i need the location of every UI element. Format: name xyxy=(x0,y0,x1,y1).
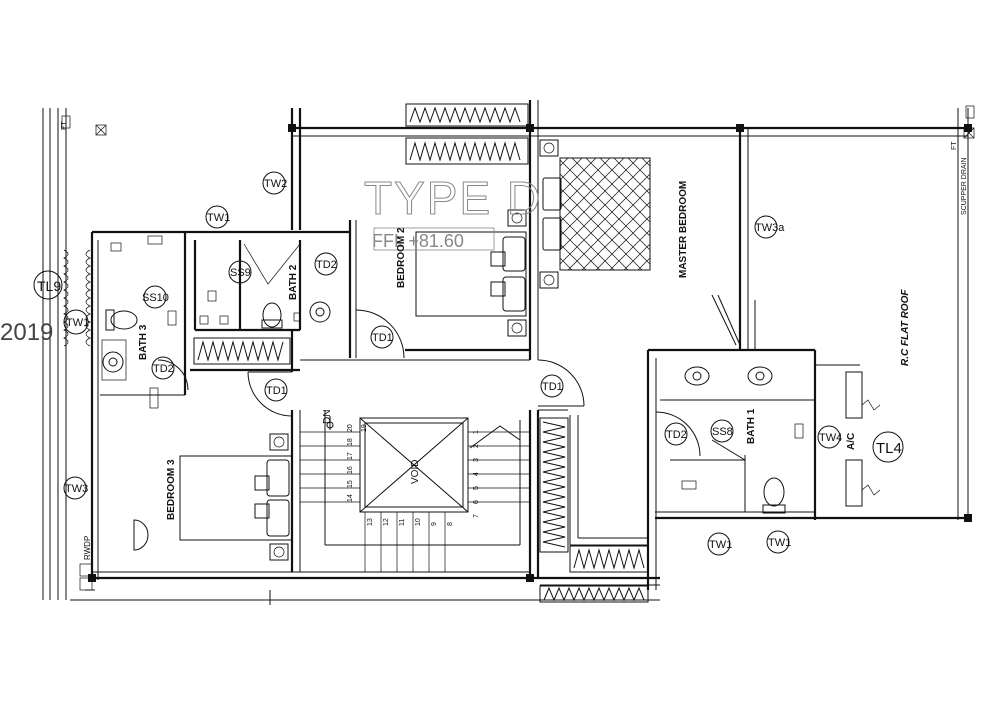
tag-td2-b: TD2 xyxy=(153,363,174,375)
tag-tl9: TL9 xyxy=(37,278,61,294)
tag-td1-a: TD1 xyxy=(372,332,393,344)
stair-number: 14 xyxy=(347,494,354,502)
tag-td1-b: TD1 xyxy=(266,385,287,397)
stair-number: 20 xyxy=(347,424,354,432)
tags: TW2 TW1 TD2 SS9 SS10 TD1 TD2 TD1 TD1 TD2… xyxy=(33,171,904,556)
ft-left-label: FT xyxy=(61,121,68,130)
boundary-lines xyxy=(42,108,969,601)
stair-number: 17 xyxy=(347,452,354,460)
bath-1-label: BATH 1 xyxy=(746,408,757,444)
stair-number: 3 xyxy=(473,458,480,462)
year-fragment: 2019 xyxy=(0,319,53,346)
bath-2-label: BATH 2 xyxy=(288,264,299,300)
stair-number: 7 xyxy=(473,514,480,518)
stair-number: 16 xyxy=(347,466,354,474)
bedroom-2-label: BEDROOM 2 xyxy=(396,227,407,288)
tag-tl4: TL4 xyxy=(876,440,902,457)
ffl-label: FFL +81.60 xyxy=(372,231,464,251)
tag-tw2: TW2 xyxy=(264,178,287,190)
master-bedroom-label: MASTER BEDROOM xyxy=(678,181,689,278)
stair-number: 6 xyxy=(473,500,480,504)
bath-3-label: BATH 3 xyxy=(138,324,149,360)
fixtures xyxy=(61,105,975,591)
stair-number: 19 xyxy=(361,424,368,432)
tag-tw-left: TW1 xyxy=(66,317,89,329)
tag-ss8: SS8 xyxy=(712,426,733,438)
dn-label: DN xyxy=(322,410,333,424)
rc-flat-roof-label: R.C FLAT ROOF xyxy=(900,289,911,366)
tag-tw3: TW3 xyxy=(65,483,88,495)
stair-number: 1 xyxy=(473,430,480,434)
ft-right-label: FT xyxy=(951,141,958,150)
ac-label: A/C xyxy=(846,433,857,450)
stair-number: 8 xyxy=(447,522,454,526)
type-label-group: TYPE D FFL +81.60 xyxy=(364,172,542,252)
bedroom-3-bed xyxy=(179,433,293,561)
bedroom-3-label: BEDROOM 3 xyxy=(166,459,177,520)
tag-td2-a: TD2 xyxy=(316,259,337,271)
doors xyxy=(133,243,746,551)
master-bed xyxy=(539,139,651,289)
rwdp-label: RWDP xyxy=(83,536,92,560)
stair-number: 9 xyxy=(431,522,438,526)
type-label: TYPE D xyxy=(364,172,542,224)
tag-td2-c: TD2 xyxy=(666,429,687,441)
staircase xyxy=(300,410,530,572)
bedroom-2-bed xyxy=(415,209,527,337)
stair-number: 10 xyxy=(415,518,422,526)
tag-tw3a: TW3a xyxy=(755,222,785,234)
tag-td1-c: TD1 xyxy=(542,381,563,393)
tag-ss9: SS9 xyxy=(230,267,251,279)
tag-tw4: TW4 xyxy=(819,432,842,444)
wardrobes xyxy=(193,103,649,603)
stair-number: 11 xyxy=(399,519,406,526)
tag-tw1-c: TW1 xyxy=(768,537,791,549)
tag-tw1-b: TW1 xyxy=(709,539,732,551)
scupper-drain-label: SCUPPER DRAIN xyxy=(961,157,968,215)
stair-number: 13 xyxy=(367,518,374,526)
stair-number: 4 xyxy=(473,472,480,476)
void-label: VOID xyxy=(410,460,421,484)
stair-number: 5 xyxy=(473,486,480,490)
tag-ss10: SS10 xyxy=(142,292,169,304)
stair-number: 18 xyxy=(347,438,354,446)
stair-number: 15 xyxy=(347,480,354,488)
tag-tw1-a: TW1 xyxy=(207,212,230,224)
stair-number: 2 xyxy=(473,444,480,448)
stair-number: 12 xyxy=(383,518,390,526)
walls xyxy=(85,100,968,605)
